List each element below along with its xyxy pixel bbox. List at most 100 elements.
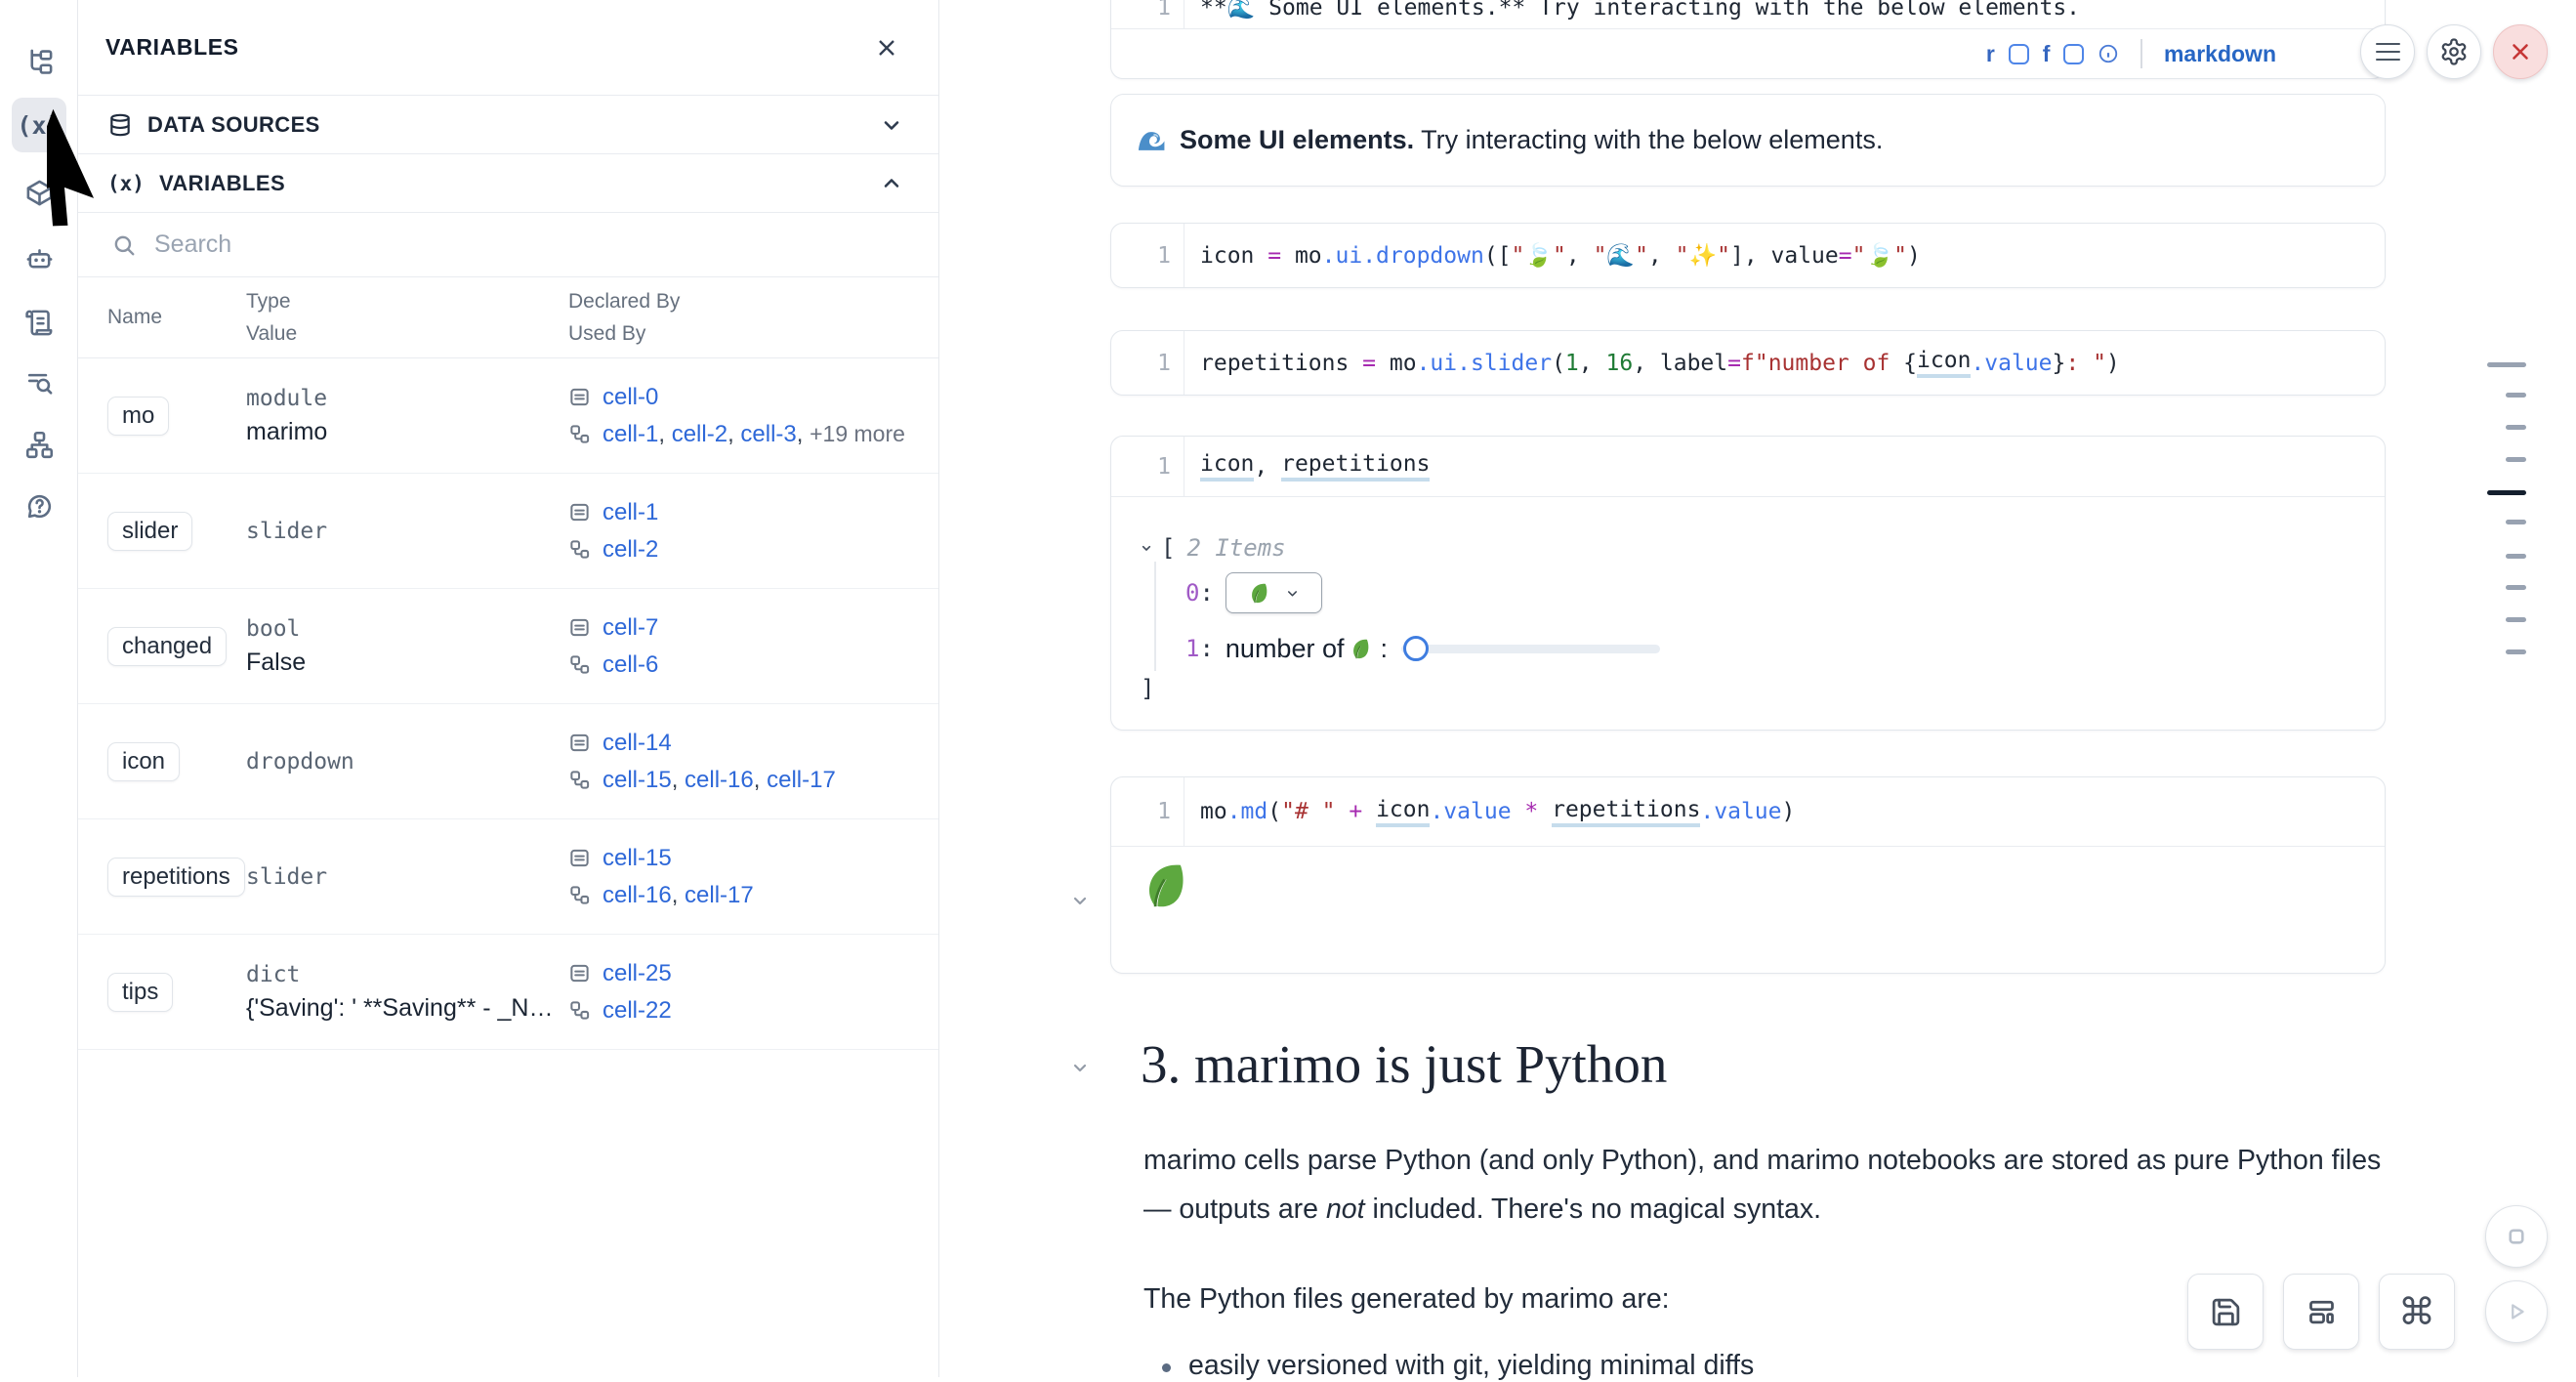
run-toggle-label: r bbox=[1985, 40, 1995, 66]
cell-link[interactable]: cell-0 bbox=[602, 383, 659, 410]
menu-button[interactable] bbox=[2360, 24, 2415, 79]
cell-link[interactable]: cell-17 bbox=[685, 881, 754, 908]
declared-by-links: cell-25 bbox=[602, 960, 672, 987]
sidebar-item-variables[interactable]: (x) bbox=[12, 98, 66, 152]
cell-icon bbox=[568, 847, 591, 869]
command-icon: ⌘ bbox=[2398, 1290, 2435, 1333]
cell-language-button[interactable]: markdown bbox=[2163, 40, 2276, 66]
sidebar-item-ai-assistant[interactable] bbox=[12, 230, 66, 284]
code-line[interactable]: icon, repetitions bbox=[1184, 437, 1431, 496]
minimap-cell-marker[interactable] bbox=[2506, 617, 2526, 622]
chevron-down-icon[interactable] bbox=[880, 113, 903, 137]
cell-link[interactable]: cell-14 bbox=[602, 729, 672, 756]
info-icon[interactable] bbox=[2098, 43, 2119, 64]
line-number: 1 bbox=[1111, 331, 1184, 395]
line-number: 1 bbox=[1111, 777, 1184, 846]
cell-link[interactable]: cell-22 bbox=[602, 996, 672, 1024]
variable-value: marimo bbox=[246, 417, 328, 445]
used-by-links: cell-22 bbox=[602, 997, 672, 1025]
save-button[interactable] bbox=[2187, 1274, 2264, 1350]
run-button[interactable] bbox=[2485, 1280, 2548, 1343]
shutdown-button[interactable] bbox=[2493, 24, 2548, 79]
layout-button[interactable] bbox=[2283, 1274, 2359, 1350]
link-icon bbox=[568, 423, 591, 445]
minimap-cell-marker[interactable] bbox=[2506, 520, 2526, 524]
declared-by-links: cell-1 bbox=[602, 499, 658, 526]
minimap-cell-marker[interactable] bbox=[2506, 393, 2526, 398]
variable-name-badge[interactable]: slider bbox=[107, 511, 193, 551]
collapse-chevron-icon[interactable] bbox=[1139, 540, 1154, 556]
code-cell-dropdown[interactable]: 1 icon = mo.ui.dropdown(["🍃", "🌊", "✨"],… bbox=[1110, 223, 2386, 288]
cell-collapse-chevron[interactable] bbox=[1068, 889, 1092, 912]
colon: : bbox=[1199, 635, 1214, 662]
keyboard-shortcuts-button[interactable]: ⌘ bbox=[2379, 1274, 2455, 1350]
sidebar-item-snippets[interactable] bbox=[12, 295, 66, 350]
code-line[interactable]: mo.md("# " + icon.value * repetitions.va… bbox=[1184, 777, 1795, 846]
close-panel-button[interactable] bbox=[870, 31, 903, 64]
panel-title: VARIABLES bbox=[105, 34, 239, 60]
code-cell-markdown-source[interactable]: 1 **🌊 Some UI elements.** Try interactin… bbox=[1110, 0, 2386, 79]
sidebar-item-file-tree[interactable] bbox=[12, 34, 66, 89]
cell-link[interactable]: cell-16 bbox=[685, 766, 754, 793]
minimap-cell-marker[interactable] bbox=[2487, 490, 2526, 495]
cell-link[interactable]: cell-1 bbox=[602, 420, 659, 447]
cell-link[interactable]: cell-7 bbox=[602, 613, 659, 641]
cell-link[interactable]: cell-25 bbox=[602, 959, 672, 986]
minimap-cell-marker[interactable] bbox=[2506, 425, 2526, 430]
cell-link[interactable]: cell-3 bbox=[740, 420, 797, 447]
code-line[interactable]: repetitions = mo.ui.slider(1, 16, label=… bbox=[1184, 331, 2120, 395]
sidebar-item-dependencies[interactable] bbox=[12, 417, 66, 472]
cell-link[interactable]: cell-1 bbox=[602, 498, 659, 525]
variable-name-badge[interactable]: tips bbox=[107, 972, 174, 1012]
settings-button[interactable] bbox=[2427, 24, 2481, 79]
cell-status-bar: r f markdown bbox=[1111, 28, 2385, 78]
sidebar-item-logs[interactable] bbox=[12, 356, 66, 410]
variable-name-badge[interactable]: icon bbox=[107, 741, 181, 781]
cell-link[interactable]: cell-15 bbox=[602, 766, 672, 793]
play-icon bbox=[2512, 1304, 2524, 1319]
format-checkbox[interactable] bbox=[2063, 43, 2085, 64]
search-lines-icon bbox=[24, 368, 55, 398]
markdown-output-cell[interactable]: Some UI elements. Try interacting with t… bbox=[1110, 94, 2386, 187]
code-cell-md-output[interactable]: 1 mo.md("# " + icon.value * repetitions.… bbox=[1110, 776, 2386, 974]
variables-icon: (x) bbox=[17, 110, 62, 140]
hamburger-icon bbox=[2375, 42, 2400, 62]
sidebar-item-help[interactable] bbox=[12, 479, 66, 533]
robot-icon bbox=[24, 242, 55, 272]
minimap-cell-marker[interactable] bbox=[2506, 554, 2526, 559]
cell-link[interactable]: cell-6 bbox=[602, 650, 659, 678]
chevron-up-icon[interactable] bbox=[880, 172, 903, 195]
cell-link[interactable]: cell-2 bbox=[671, 420, 728, 447]
cell-link[interactable]: cell-2 bbox=[602, 535, 659, 563]
search-input[interactable] bbox=[154, 230, 909, 259]
list-index: 1 bbox=[1185, 635, 1200, 662]
stop-icon bbox=[2509, 1229, 2524, 1244]
cell-link[interactable]: cell-16 bbox=[602, 881, 672, 908]
minimap-cell-marker[interactable] bbox=[2487, 362, 2526, 367]
minimap-cell-marker[interactable] bbox=[2506, 649, 2526, 654]
run-checkbox[interactable] bbox=[2008, 43, 2029, 64]
variable-name-badge[interactable]: mo bbox=[107, 396, 170, 436]
stop-button[interactable] bbox=[2485, 1205, 2548, 1268]
code-cell-slider[interactable]: 1 repetitions = mo.ui.slider(1, 16, labe… bbox=[1110, 330, 2386, 396]
slider-thumb[interactable] bbox=[1403, 636, 1429, 661]
cell-link[interactable]: cell-17 bbox=[767, 766, 836, 793]
icon-dropdown-select[interactable] bbox=[1225, 572, 1322, 613]
tuple-output: [ 2 Items 0: 1: number of : ] bbox=[1111, 497, 2385, 728]
variable-row: repetitions slider cell-15 cell-16, cell… bbox=[78, 819, 938, 935]
code-cell-tuple-output[interactable]: 1 icon, repetitions [ 2 Items 0: 1: numb… bbox=[1110, 436, 2386, 731]
minimap-cell-marker[interactable] bbox=[2506, 585, 2526, 590]
code-line[interactable]: **🌊 Some UI elements.** Try interacting … bbox=[1200, 0, 2081, 21]
variable-name-badge[interactable]: repetitions bbox=[107, 857, 245, 897]
sidebar-item-packages[interactable] bbox=[12, 165, 66, 220]
section-collapse-chevron[interactable] bbox=[1068, 1056, 1092, 1079]
tree-guide-line bbox=[1154, 562, 1156, 671]
section-data-sources[interactable]: DATA SOURCES bbox=[78, 96, 938, 154]
minimap-cell-marker[interactable] bbox=[2506, 457, 2526, 462]
repetitions-slider[interactable] bbox=[1401, 636, 1660, 661]
variable-name-badge[interactable]: changed bbox=[107, 626, 228, 666]
used-by-links: cell-2 bbox=[602, 536, 658, 564]
code-line[interactable]: icon = mo.ui.dropdown(["🍃", "🌊", "✨"], v… bbox=[1200, 242, 1921, 270]
section-variables[interactable]: (x) VARIABLES bbox=[78, 154, 938, 213]
cell-link[interactable]: cell-15 bbox=[602, 844, 672, 871]
